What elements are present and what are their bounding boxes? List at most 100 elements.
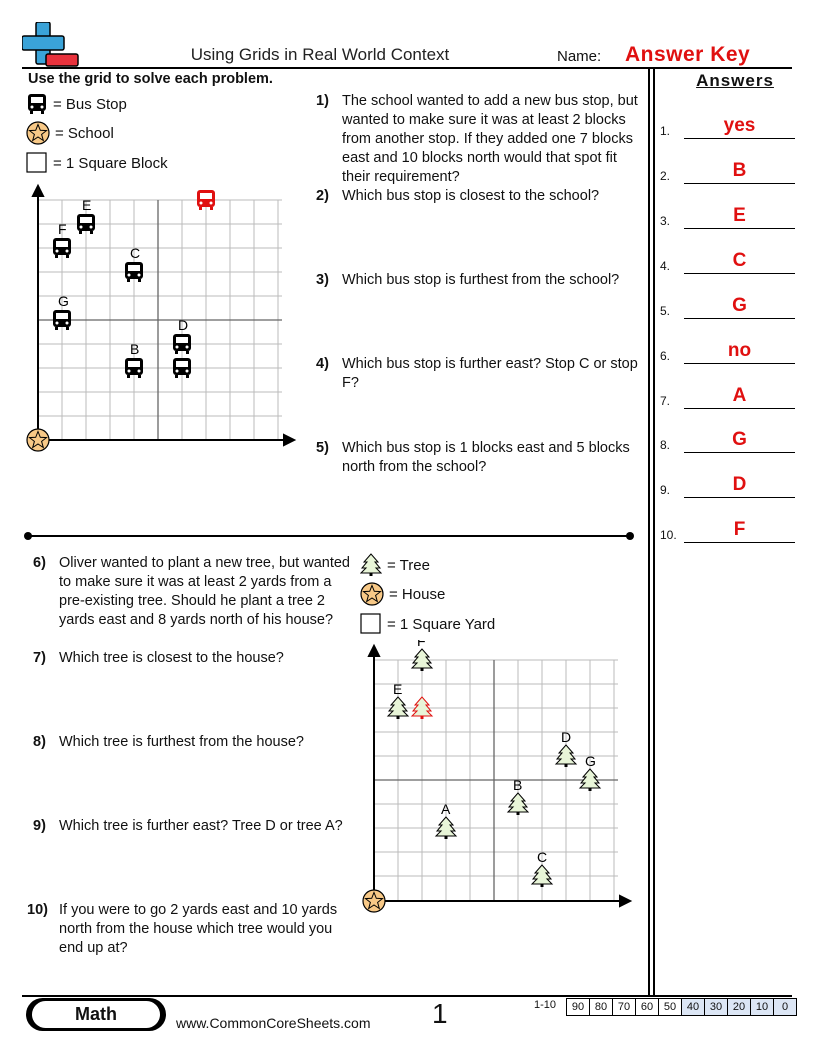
answer-row: 10. F [660, 519, 795, 543]
legend-tree: = Tree [360, 553, 430, 577]
answer-value: F [733, 519, 746, 540]
website-link[interactable]: www.CommonCoreSheets.com [176, 1015, 371, 1031]
answer-line [684, 183, 795, 184]
grid-label-e: E [82, 197, 91, 213]
legend-label: = House [389, 585, 446, 603]
column-divider-right [653, 67, 655, 997]
answer-line [684, 228, 795, 229]
answer-value: G [732, 429, 747, 450]
question-6: 6)Oliver wanted to plant a new tree, but… [33, 555, 350, 628]
star-icon [26, 121, 50, 145]
square-icon [26, 152, 47, 173]
answer-line [684, 318, 795, 319]
answer-number: 2. [660, 169, 671, 183]
question-10: 10)If you were to go 2 yards east and 10… [27, 902, 338, 956]
grid-label-e: E [393, 681, 402, 697]
grid-label-f: F [58, 221, 67, 237]
score-label: 1-10 [534, 999, 557, 1011]
house-star-icon [362, 889, 386, 913]
score-cell: 0 [774, 998, 797, 1016]
question-3: 3)Which bus stop is furthest from the sc… [316, 272, 620, 288]
bus-icon [28, 94, 46, 114]
tree-icon [360, 553, 382, 576]
answer-number: 1. [660, 124, 671, 138]
square-icon [360, 613, 381, 634]
question-1: 1)The school wanted to add a new bus sto… [316, 93, 638, 185]
answer-line [684, 273, 795, 274]
instruction: Use the grid to solve each problem. [28, 71, 273, 87]
answer-row: 9. D [660, 474, 795, 498]
answer-value: D [732, 474, 747, 495]
answer-number: 3. [660, 214, 671, 228]
question-7: 7)Which tree is closest to the house? [33, 650, 284, 666]
answer-line [684, 138, 795, 139]
tree-icon-g [579, 768, 601, 792]
page-title: Using Grids in Real World Context [190, 45, 450, 64]
score-cell: 60 [636, 998, 659, 1016]
new-bus-stop-icon [197, 190, 215, 210]
question-5: 5)Which bus stop is 1 blocks east and 5 … [316, 440, 630, 475]
answer-number: 4. [660, 259, 671, 273]
subject-badge: Math [32, 1001, 160, 1028]
grid-label-d: D [178, 317, 188, 333]
answer-value: E [733, 205, 746, 226]
score-cell: 30 [705, 998, 728, 1016]
grid-label-a: A [441, 801, 451, 817]
answer-number: 9. [660, 483, 671, 497]
answer-line [684, 408, 795, 409]
column-divider-left [648, 67, 650, 997]
legend-label: = School [55, 124, 114, 142]
score-cell: 80 [590, 998, 613, 1016]
answer-line [684, 542, 795, 543]
score-cell: 10 [751, 998, 774, 1016]
answer-row: 1. yes [660, 115, 795, 139]
grid-label-c: C [130, 245, 140, 261]
answer-value: C [732, 250, 747, 271]
answer-row: 4. C [660, 250, 795, 274]
answer-row: 2.B [660, 160, 795, 184]
answer-number: 10. [660, 528, 677, 542]
score-cell: 20 [728, 998, 751, 1016]
legend-label: = 1 Square Yard [387, 615, 496, 633]
legend-square-block: = 1 Square Block [26, 152, 168, 174]
grid-label-d: D [561, 729, 571, 745]
tree-icon-a [435, 816, 457, 840]
grid-label-b: B [513, 777, 522, 793]
page-number: 1 [432, 998, 448, 1029]
answer-row: 3. E [660, 205, 795, 229]
answer-line [684, 497, 795, 498]
answer-value: no [727, 340, 752, 361]
name-label: Name: [557, 48, 602, 65]
answer-value: yes [723, 115, 756, 136]
answer-row: 5.G [660, 295, 795, 319]
new-tree-icon [411, 696, 433, 720]
grid-label-g: G [58, 293, 69, 309]
bus-icon-f [53, 238, 71, 258]
answers-heading: Answers [696, 71, 774, 90]
score-cell: 50 [659, 998, 682, 1016]
grid-label-g: G [585, 753, 596, 769]
bus-stop-grid: E F C G D B [26, 183, 297, 452]
score-cell: 40 [682, 998, 705, 1016]
answer-row: 8.G [660, 429, 795, 453]
answer-value: A [732, 385, 747, 406]
question-2: 2)Which bus stop is closest to the schoo… [316, 188, 600, 204]
answer-number: 7. [660, 394, 671, 408]
question-8: 8)Which tree is furthest from the house? [33, 734, 304, 750]
answer-row: 6.no [660, 340, 795, 364]
footer-rule [22, 995, 792, 997]
star-icon [360, 582, 384, 606]
legend-bus-stop: = Bus Stop [26, 93, 127, 115]
question-4: 4)Which bus stop is further east? Stop C… [316, 356, 638, 391]
legend-school: = School [26, 121, 114, 145]
bus-icon-c [125, 262, 143, 282]
plus-minus-logo [22, 22, 79, 67]
bus-icon-g [53, 310, 71, 330]
bus-icon-d2 [173, 358, 191, 378]
question-9: 9)Which tree is further east? Tree D or … [33, 818, 343, 834]
answer-number: 5. [660, 304, 671, 318]
bus-icon-b [125, 358, 143, 378]
bus-icon-d [173, 334, 191, 354]
answer-row: 7. A [660, 385, 795, 409]
score-table: 1-10 90 80 70 60 50 40 30 20 10 0 [534, 998, 797, 1016]
